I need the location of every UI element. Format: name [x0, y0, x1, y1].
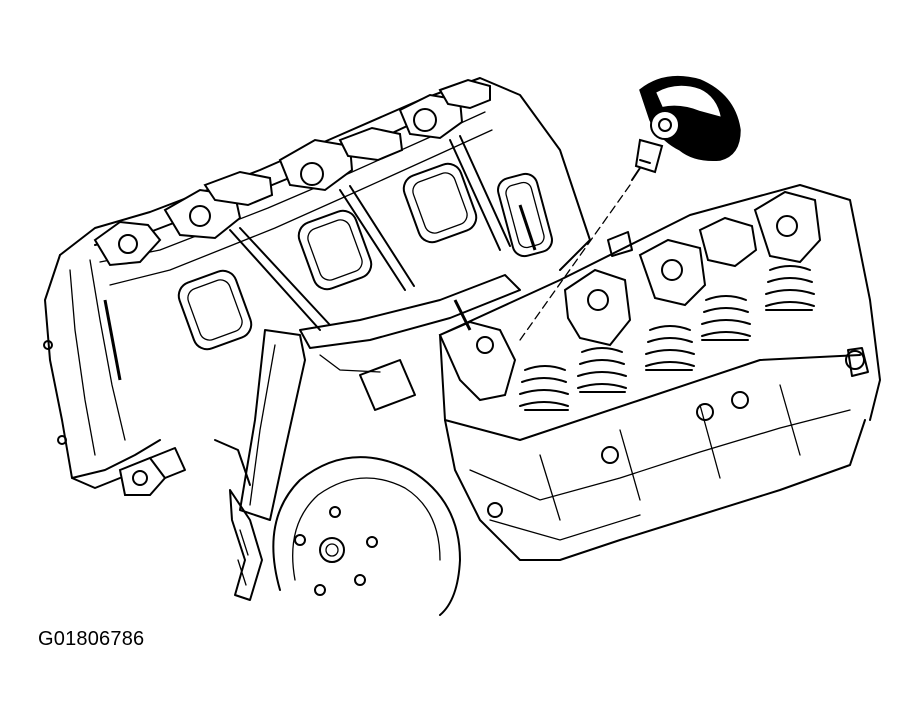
figure-id-caption: G01806786 — [38, 628, 145, 650]
left-cylinder-head — [43, 77, 591, 489]
pushrods — [229, 135, 511, 331]
right-cylinder-head — [438, 184, 881, 561]
right-rocker-arms — [438, 190, 822, 402]
valve-springs — [519, 265, 815, 411]
shading — [103, 204, 537, 381]
valve-tool — [519, 75, 741, 341]
left-rocker-arms — [93, 78, 491, 267]
bolt — [118, 447, 186, 496]
timing-strap — [214, 329, 306, 601]
crank-pulley — [272, 456, 461, 616]
